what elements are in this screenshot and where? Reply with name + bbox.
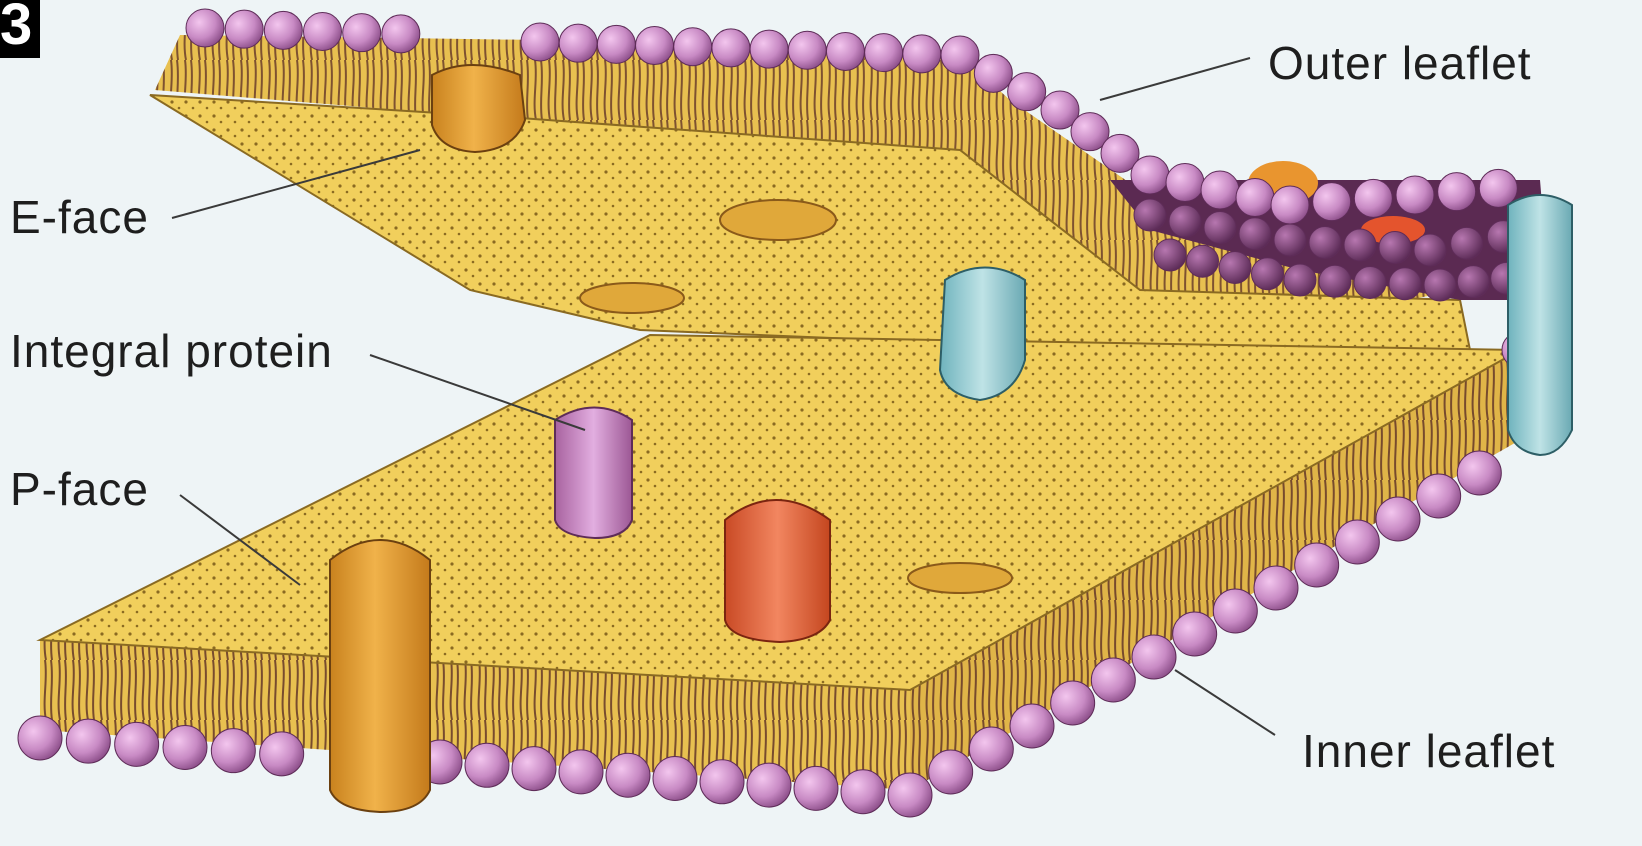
lipid-head <box>1274 224 1306 256</box>
lipid-head <box>826 32 864 70</box>
lipid-head <box>1154 239 1186 271</box>
lipid-head <box>225 10 263 48</box>
lipid-head <box>929 750 973 794</box>
label-integral-protein: Integral protein <box>10 324 333 378</box>
lipid-head <box>597 25 635 63</box>
lipid-head <box>1236 179 1274 217</box>
p-face-pit <box>908 563 1012 593</box>
lipid-head <box>1295 543 1339 587</box>
protein-pink-integral <box>555 408 632 539</box>
lipid-head <box>1254 566 1298 610</box>
lipid-head <box>1309 227 1341 259</box>
lipid-head <box>974 54 1012 92</box>
lipid-head <box>841 770 885 814</box>
lipid-head <box>559 750 603 794</box>
lipid-head <box>1134 199 1166 231</box>
lipid-head <box>1239 218 1271 250</box>
lipid-head <box>969 727 1013 771</box>
lipid-head <box>343 14 381 52</box>
lipid-head <box>1010 704 1054 748</box>
lipid-head <box>674 28 712 66</box>
lipid-head <box>1313 183 1351 221</box>
lipid-head <box>264 11 302 49</box>
lipid-head <box>788 31 826 69</box>
lipid-head <box>750 30 788 68</box>
lipid-head <box>700 760 744 804</box>
lipid-head <box>211 729 255 773</box>
lipid-head <box>559 24 597 62</box>
leader-outer-leaflet <box>1100 58 1250 100</box>
lipid-head <box>1354 179 1392 217</box>
lipid-head <box>1354 267 1386 299</box>
lipid-head <box>1414 234 1446 266</box>
lipid-head <box>1376 497 1420 541</box>
lipid-head <box>1451 227 1483 259</box>
lipid-head <box>1051 681 1095 725</box>
e-face-pit <box>720 200 836 240</box>
lipid-head <box>186 9 224 47</box>
lipid-head <box>1252 258 1284 290</box>
lipid-head <box>794 766 838 810</box>
lipid-head <box>465 743 509 787</box>
label-e-face: E-face <box>10 190 149 244</box>
lipid-head <box>1187 245 1219 277</box>
panel-label: 3 <box>0 0 40 58</box>
protein-orange-top <box>432 65 525 152</box>
lipid-head <box>1335 520 1379 564</box>
lipid-head <box>1438 173 1476 211</box>
protein-orange-transmembrane <box>330 540 430 812</box>
lipid-head <box>1457 451 1501 495</box>
lipid-head <box>1169 205 1201 237</box>
lipid-head <box>747 763 791 807</box>
lipid-head <box>1166 164 1204 202</box>
lipid-head <box>115 722 159 766</box>
lipid-head <box>1424 269 1456 301</box>
lipid-head <box>1201 171 1239 209</box>
protein-blue-center <box>940 268 1025 401</box>
lipid-head <box>1219 252 1251 284</box>
lipid-head <box>903 35 941 73</box>
lipid-head <box>1213 589 1257 633</box>
lipid-head <box>712 29 750 67</box>
lipid-head <box>1131 156 1169 194</box>
label-p-face: P-face <box>10 462 149 516</box>
lipid-head <box>1284 264 1316 296</box>
lipid-head <box>163 726 207 770</box>
lipid-head <box>382 15 420 53</box>
lipid-head <box>1457 266 1489 298</box>
label-inner-leaflet: Inner leaflet <box>1302 724 1555 778</box>
e-face-pit <box>580 283 684 313</box>
lipid-head <box>304 13 342 51</box>
lipid-head <box>521 23 559 61</box>
lipid-head <box>1396 176 1434 214</box>
lipid-head <box>66 719 110 763</box>
lipid-head <box>1344 229 1376 261</box>
leader-inner-leaflet <box>1175 670 1275 735</box>
lipid-head <box>1132 635 1176 679</box>
lipid-head <box>1379 232 1411 264</box>
lipid-head <box>18 716 62 760</box>
protein-red <box>725 500 830 642</box>
lipid-head <box>865 34 903 72</box>
lipid-head <box>260 732 304 776</box>
lipid-head <box>1479 169 1517 207</box>
lipid-head <box>1204 212 1236 244</box>
lipid-head <box>606 753 650 797</box>
lipid-head <box>941 36 979 74</box>
lipid-head <box>636 27 674 65</box>
lipid-head <box>1173 612 1217 656</box>
lipid-head <box>1389 268 1421 300</box>
lipid-head <box>512 747 556 791</box>
lipid-head <box>888 773 932 817</box>
lipid-head <box>1091 658 1135 702</box>
lipid-head <box>1417 474 1461 518</box>
lipid-head <box>1271 186 1309 224</box>
lipid-head <box>653 757 697 801</box>
protein-blue-right <box>1508 195 1572 455</box>
lipid-head <box>1008 73 1046 111</box>
lipid-head <box>1319 265 1351 297</box>
label-outer-leaflet: Outer leaflet <box>1268 36 1532 90</box>
